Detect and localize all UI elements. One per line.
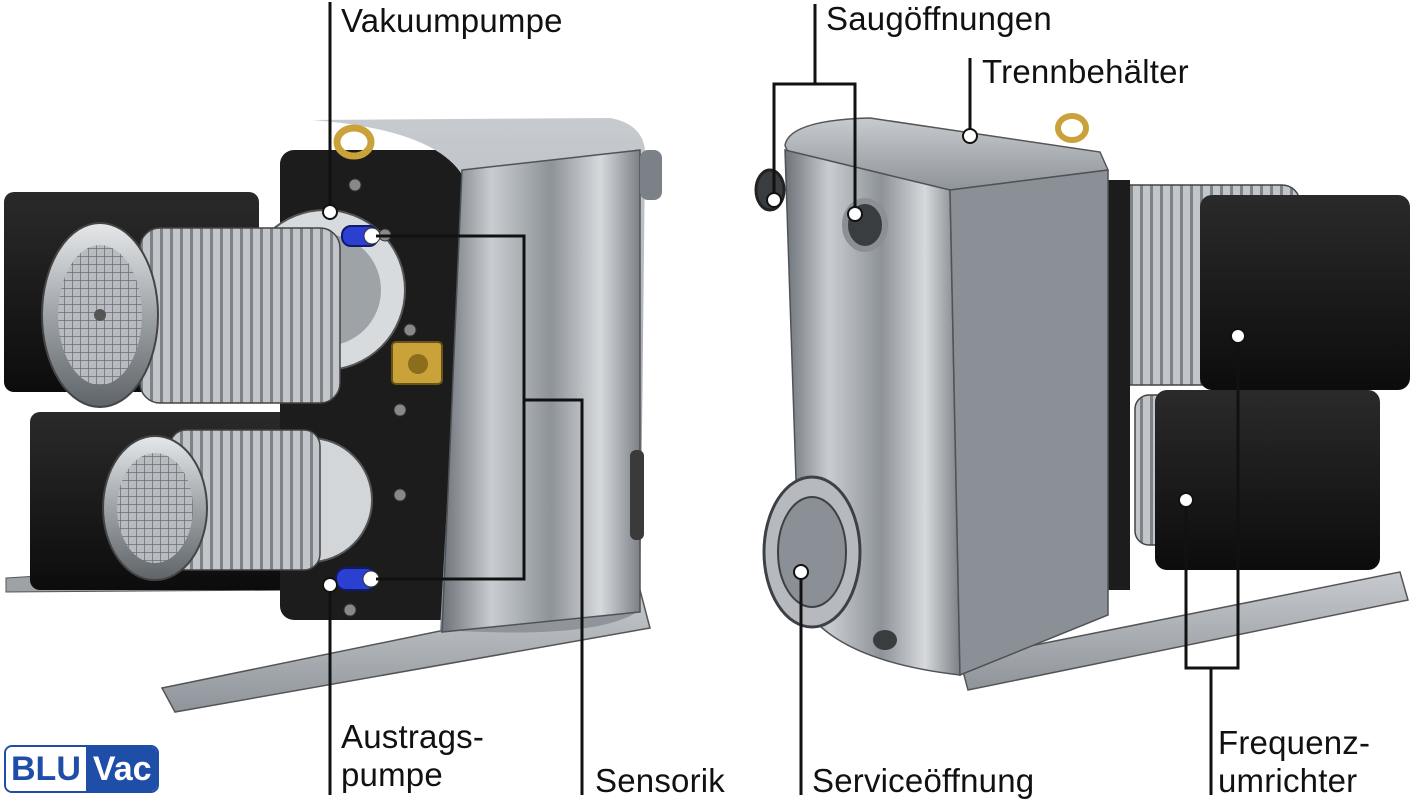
label-trennbehaelter: Trennbehälter <box>982 53 1189 90</box>
label-saugoeffnungen: Saugöffnungen <box>826 0 1052 37</box>
logo-text-vac: Vac <box>85 747 157 791</box>
vacuum-pump-unit-front <box>4 118 662 713</box>
eyebolt-icon <box>1055 113 1089 143</box>
eyebolt-icon <box>333 124 375 160</box>
label-austragspumpe-line2: pumpe <box>341 756 443 793</box>
sensor-icon <box>341 225 381 247</box>
leader-sensorik-stem <box>524 398 584 795</box>
label-vakuumpumpe: Vakuumpumpe <box>341 2 563 39</box>
label-serviceoeffnung: Serviceöffnung <box>812 762 1035 799</box>
label-frequenzumrichter-line1: Frequenz- <box>1218 724 1371 761</box>
sensor-icon <box>335 567 380 591</box>
label-austragspumpe-line1: Austrags- <box>341 718 485 755</box>
bluvac-logo: BLU Vac <box>4 745 159 793</box>
logo-text-blu: BLU <box>6 747 86 791</box>
label-sensorik: Sensorik <box>595 762 725 799</box>
label-frequenzumrichter-line2: umrichter <box>1218 762 1358 799</box>
vacuum-pump-unit-rear <box>754 113 1410 691</box>
leader-sensorik <box>376 234 526 581</box>
